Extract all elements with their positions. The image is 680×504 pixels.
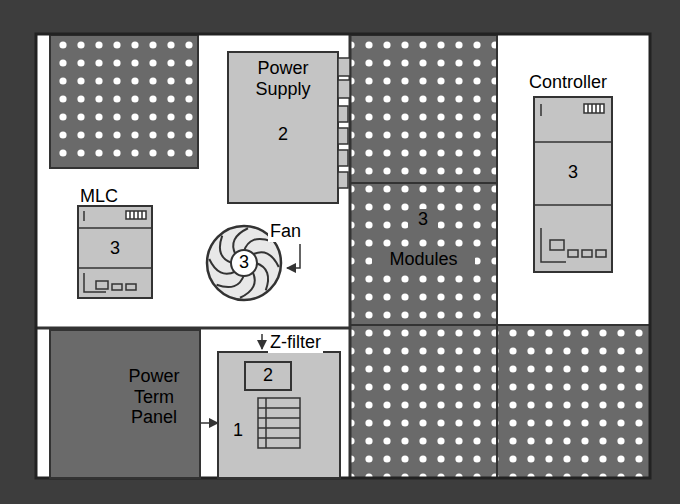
callout-number: 3 — [534, 162, 612, 183]
leader-arrow — [200, 422, 218, 424]
callout-number: 2 — [247, 365, 289, 386]
fan-label: Fan — [268, 221, 303, 242]
fan-blade — [256, 263, 268, 290]
power-supply-box: Power Supply 2 — [228, 52, 338, 203]
z-filter-label: Z-filter — [268, 332, 323, 353]
component-name: Power Supply — [232, 58, 334, 99]
z-filter-box: 12 — [218, 352, 340, 478]
callout-number: Modules — [372, 249, 475, 270]
callout-number: 3 — [78, 238, 152, 259]
component-name: Controller — [520, 72, 616, 93]
controller-box: Controller 3 — [520, 72, 616, 272]
z-filter-inner-box: 2 — [245, 362, 291, 390]
callout-number: 1 — [226, 420, 250, 441]
callout-number: Power Term Panel — [112, 366, 196, 428]
power-term-panel: Power Term Panel — [50, 330, 200, 478]
component-name: MLC — [74, 186, 124, 207]
mlc-box: MLC 3 — [74, 186, 156, 298]
callout-number: 2 — [232, 124, 334, 145]
fan-blade — [220, 236, 232, 263]
callout-number: 3 — [232, 252, 256, 273]
fan-blade — [217, 275, 244, 287]
modules-panel: 3Modules — [350, 183, 497, 325]
callout-number: 3 — [408, 209, 438, 230]
